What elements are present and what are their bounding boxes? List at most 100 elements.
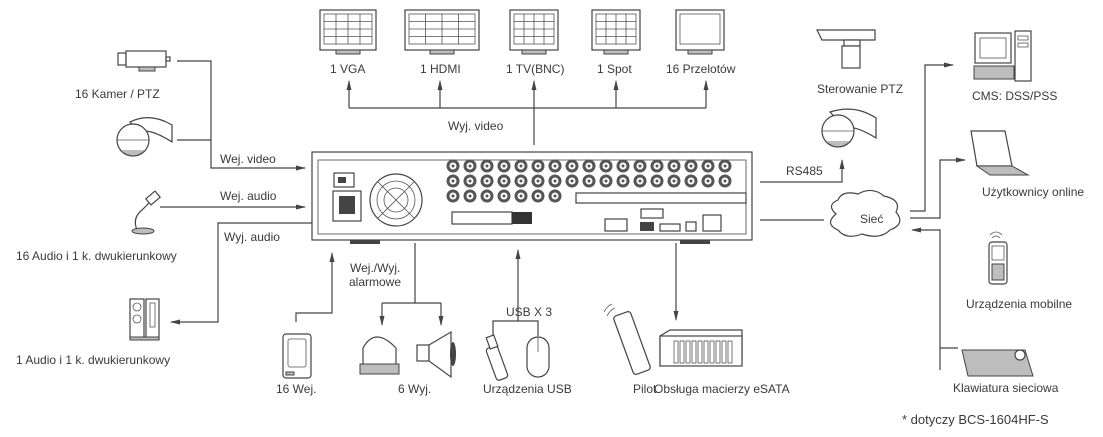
vga-port [604,218,628,232]
bnc-connector [548,189,562,203]
siren-light-icon [359,336,400,375]
bnc-connector [548,159,562,173]
footnote: * dotyczy BCS-1604HF-S [902,412,1049,427]
mobile-label: Urządzenia mobilne [966,297,1072,311]
right-group: Sterowanie PTZ RS485 Sieć CMS: DSS/PSS [760,29,1084,395]
bnc-connector [463,159,477,173]
alarm-in-label: 16 Wej. [276,382,316,396]
mic-label: 16 Audio i 1 k. dwukierunkowy [16,249,177,263]
dvr-rear-panel [311,151,753,244]
bnc-connector [599,174,613,188]
bnc-connector [480,174,494,188]
bottom-group: 16 Wej. Wej./Wyj. alarmowe 6 Wyj. USB X … [276,243,790,396]
alarm-io-label-2: alarmowe [349,275,401,289]
bnc-connector [616,174,630,188]
desktop-computer-icon [973,30,1032,82]
bnc-connector [531,174,545,188]
video-out-label: Wyj. video [448,119,504,133]
bnc-connector [548,174,562,188]
bnc-connector [633,159,647,173]
rs232-port [640,208,664,219]
bnc-connector [650,159,664,173]
hdmi-port [640,222,654,231]
monitor-icon [591,9,641,55]
usb-devices-label: Urządzenia USB [483,382,572,396]
remote-label: Pilot [633,382,657,396]
bnc-connector [582,174,596,188]
bnc-connector [463,189,477,203]
mouse-icon [526,336,550,378]
monitor-icon [404,9,480,55]
alarm-io-label-1: Wej./Wyj. [350,261,400,275]
speakers-icon [129,298,160,341]
keyboard-label: Klawiatura sieciowa [953,381,1059,395]
bnc-connector [446,189,460,203]
bnc-connector [565,159,579,173]
network-cloud-icon [829,189,901,237]
esata-array-icon [659,329,743,367]
esata-port [659,223,681,232]
bnc-connector [599,159,613,173]
ethernet-port [702,214,722,232]
bnc-connector [667,159,681,173]
audio-out-label: Wyj. audio [224,230,280,244]
bnc-connectors [446,159,732,203]
bnc-connector [446,174,460,188]
cameras-label: 16 Kamer / PTZ [75,87,160,101]
microphone-icon [131,190,162,235]
monitor-icon [319,9,377,55]
left-group: 16 Kamer / PTZ Wej. video Wej. audio 16 … [16,50,312,367]
usb-port [685,221,697,232]
remote-control-icon [603,303,651,375]
bnc-connector [497,159,511,173]
bnc-connector [684,159,698,173]
bnc-connector [446,159,460,173]
bnc-connector [514,159,528,173]
esata-label: Obsługa macierzy eSATA [654,382,790,396]
bnc-connector [684,174,698,188]
monitor-label-spot: 1 Spot [597,62,632,76]
video-in-label: Wej. video [220,152,276,166]
rs485-label: RS485 [786,164,823,178]
monitor-label-tv: 1 TV(BNC) [506,62,564,76]
ptz-dome-camera-right-icon [821,108,877,148]
bnc-connector [701,174,715,188]
bnc-connector [718,174,732,188]
monitor-label-vga: 1 VGA [330,62,365,76]
speaker-label: 1 Audio i 1 k. dwukierunkowy [16,353,170,367]
bnc-connector [718,159,732,173]
video-out-group: Wyj. video 1 VGA 1 HDMI 1 TV(BNC) 1 Spot… [319,9,736,145]
bnc-connector [582,159,596,173]
bnc-connector [514,189,528,203]
ptz-control-label: Sterowanie PTZ [817,82,903,96]
bnc-connector [497,189,511,203]
network-keyboard-icon [961,349,1034,377]
bnc-connector [514,174,528,188]
laptop-icon [970,130,1030,176]
bnc-connector [701,159,715,173]
bnc-connector [463,174,477,188]
ptz-head-icon [816,29,876,69]
usb-stick-icon [485,334,509,381]
bnc-connector [616,159,630,173]
bnc-connector [497,174,511,188]
bnc-connector [531,159,545,173]
monitor-label-loop: 16 Przelotów [666,62,736,76]
bnc-connector [565,174,579,188]
alarm-out-label: 6 Wyj. [398,382,431,396]
bnc-connector [650,174,664,188]
bnc-connector [480,189,494,203]
mobile-phone-icon [988,231,1008,285]
network-label: Sieć [860,212,883,226]
horn-speaker-icon [416,330,456,379]
audio-in-label: Wej. audio [220,189,277,203]
monitor-label-hdmi: 1 HDMI [420,62,461,76]
bnc-connector [480,159,494,173]
alarm-sensor-icon [282,333,312,379]
bnc-connector [531,189,545,203]
box-camera-icon [117,50,171,72]
online-users-label: Użytkownicy online [982,185,1084,199]
monitor-icon [675,9,725,55]
bnc-connector [633,174,647,188]
